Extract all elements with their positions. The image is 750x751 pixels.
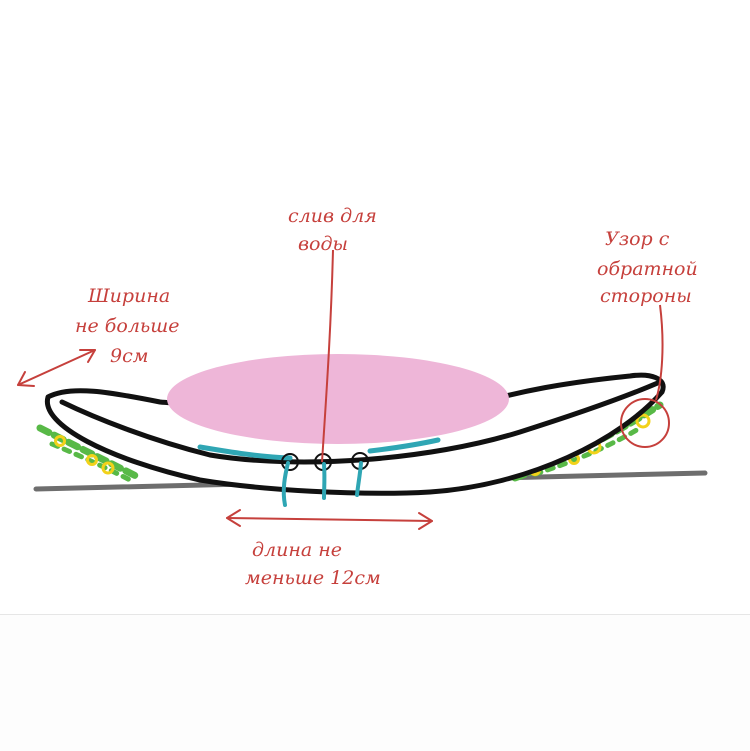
pattern-leader-line <box>655 304 664 401</box>
width-label-line1: Ширина <box>87 285 170 307</box>
pattern-callout-circle <box>620 398 670 448</box>
drain-label-line2: воды <box>298 233 348 255</box>
width-label-line2: не больше <box>75 315 180 337</box>
drain-channel <box>197 444 293 461</box>
pattern-label-line3: стороны <box>600 285 692 307</box>
tray-inner-rim <box>59 379 663 465</box>
length-label-line1: длина не <box>252 539 342 561</box>
width-arrow <box>17 349 96 387</box>
length-arrow <box>226 509 433 530</box>
pattern-label-line2: обратной <box>597 258 698 280</box>
pattern-left <box>36 424 144 483</box>
drain-label-line1: слив для <box>288 205 377 227</box>
soap-bar <box>167 354 509 444</box>
bottom-strip <box>0 614 750 751</box>
drain-leader-line <box>321 249 334 463</box>
width-label-line3: 9см <box>110 345 148 367</box>
pattern-label-line1: Узор с <box>605 228 670 250</box>
drain-channel-right <box>367 437 441 454</box>
length-label-line2: меньше 12см <box>245 567 381 589</box>
